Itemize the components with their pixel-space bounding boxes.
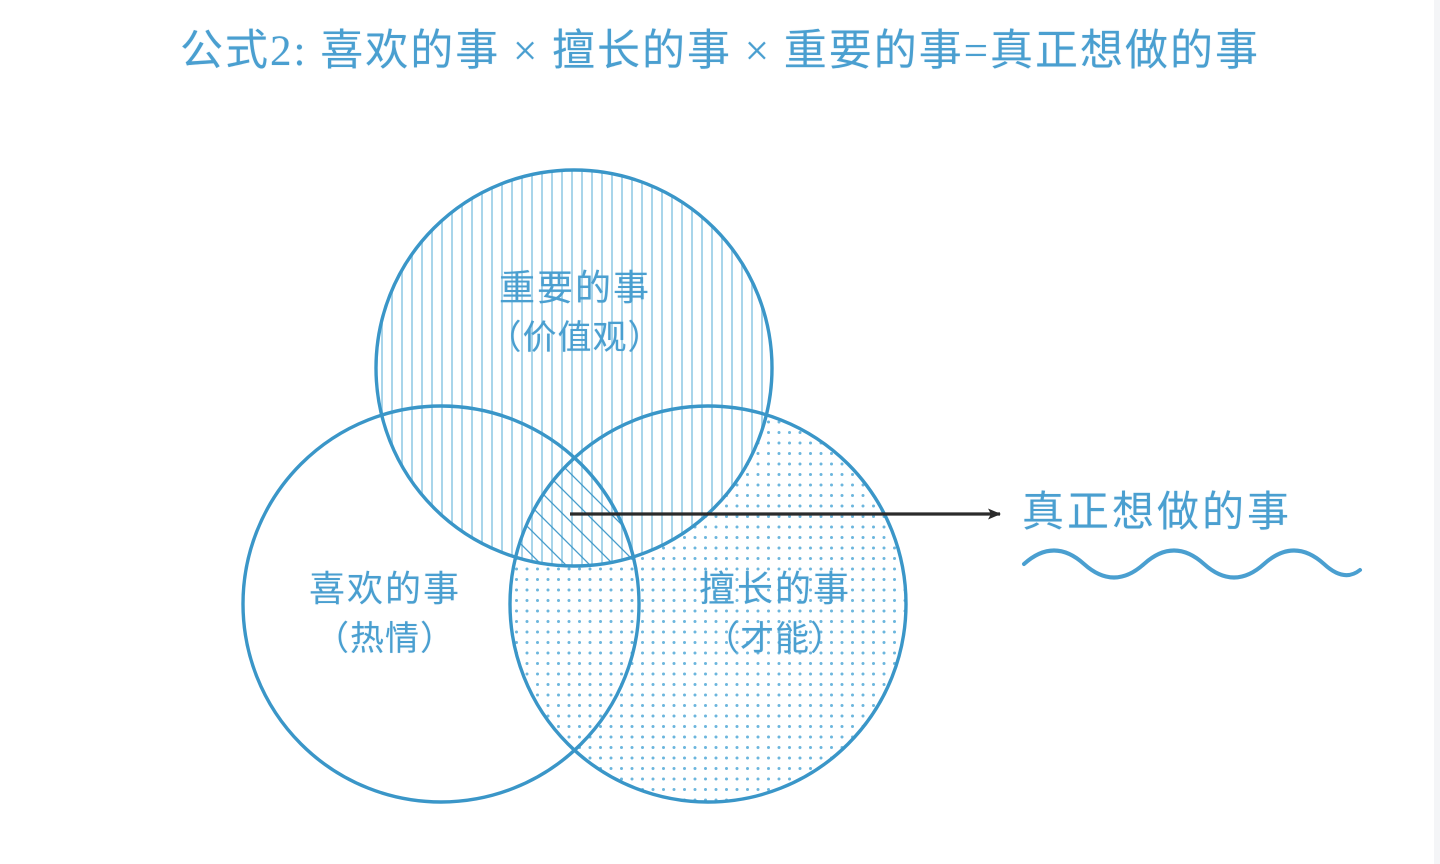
result-wavy-underline xyxy=(1022,548,1362,580)
overlap-like-important xyxy=(376,406,639,566)
overlap-important-goodat xyxy=(510,406,772,566)
circle-outline-good-at xyxy=(508,404,908,804)
result-label: 真正想做的事 xyxy=(1022,490,1293,536)
circle-outline-important xyxy=(374,168,774,568)
circle-outline-like xyxy=(241,404,641,804)
page-right-edge xyxy=(1434,0,1440,864)
page-title: 公式2: 喜欢的事 × 擅长的事 × 重要的事=真正想做的事 xyxy=(180,28,1260,75)
